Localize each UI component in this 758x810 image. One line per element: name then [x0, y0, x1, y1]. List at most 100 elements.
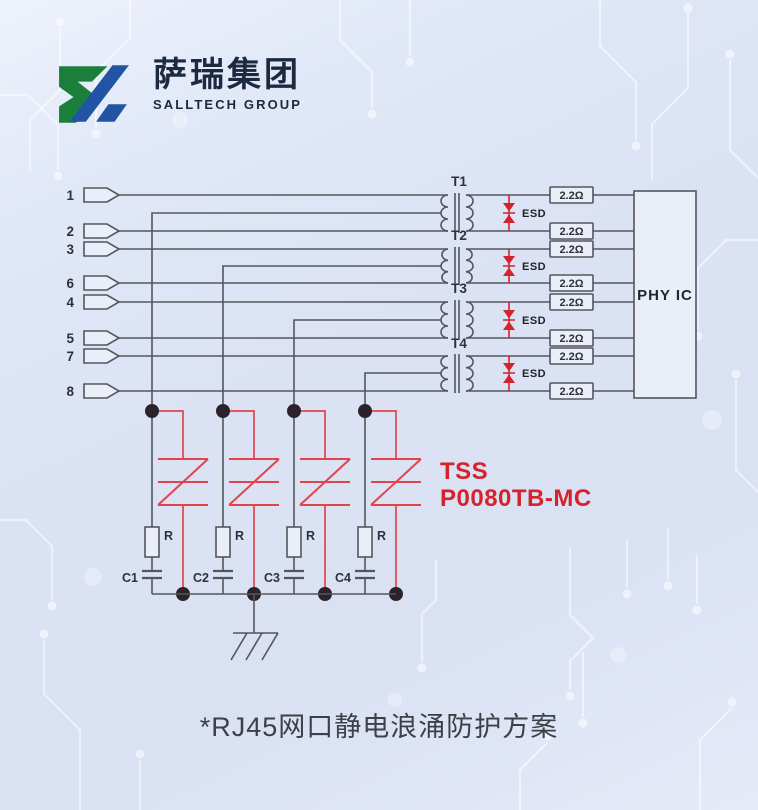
- junction-dot: [216, 404, 230, 418]
- esd-label: ESD: [522, 261, 546, 273]
- pin-label: 5: [66, 331, 74, 346]
- esd-diode-2: ESD: [503, 249, 546, 283]
- transformer-label: T1: [451, 174, 467, 189]
- resistor-2r2-1: 2.2Ω: [549, 186, 594, 204]
- resistor-2r2-5: 2.2Ω: [549, 293, 594, 311]
- esd-diode-1: ESD: [503, 195, 546, 231]
- resistor-value: 2.2Ω: [559, 226, 583, 238]
- transformer-label: T2: [451, 228, 467, 243]
- tss-part-number: P0080TB-MC: [440, 485, 592, 512]
- resistor-value: 2.2Ω: [559, 244, 583, 256]
- ground-net: [152, 593, 396, 661]
- junction-dot: [358, 404, 372, 418]
- transformer-label: T4: [451, 336, 467, 351]
- shunt-resistor-label: R: [306, 529, 315, 543]
- resistor-value: 2.2Ω: [559, 333, 583, 345]
- pin-1: 1: [66, 187, 448, 203]
- resistor-value: 2.2Ω: [559, 351, 583, 363]
- resistor-value: 2.2Ω: [559, 190, 583, 202]
- caption-text: *RJ45网口静电浪涌防护方案: [199, 712, 559, 742]
- tss-device: [157, 458, 209, 506]
- secondary-winding: [465, 301, 474, 339]
- pin-connector: [83, 187, 121, 203]
- shunt-resistor-label: R: [164, 529, 173, 543]
- tss-device: [299, 458, 351, 506]
- secondary-winding: [465, 355, 474, 392]
- resistor-2r2-4: 2.2Ω: [549, 274, 594, 292]
- pin-7: 7: [66, 348, 448, 364]
- resistor-2r2-7: 2.2Ω: [549, 347, 594, 365]
- secondary-winding: [465, 194, 474, 232]
- capacitor-plates: [355, 569, 375, 580]
- shunt-resistor-body: [357, 526, 373, 558]
- brand-name-en: SALLTECH GROUP: [153, 97, 303, 113]
- esd-diode-4: ESD: [503, 356, 546, 391]
- pin-2: 2: [66, 223, 448, 239]
- logo-blue-slash: [69, 65, 129, 122]
- pin-5: 5: [66, 330, 448, 346]
- pin-label: 3: [66, 242, 74, 257]
- primary-winding: [440, 248, 449, 284]
- logo-green-shape: [59, 66, 108, 123]
- protection-channels: R C1 R C2 R C3: [122, 404, 422, 601]
- channel-2: R C2: [193, 404, 280, 601]
- core: [454, 300, 460, 340]
- resistor-2r2-8: 2.2Ω: [549, 382, 594, 400]
- pin-connector: [83, 330, 121, 346]
- pin-connector: [83, 275, 121, 291]
- pin-label: 2: [66, 224, 74, 239]
- shunt-resistor-body: [144, 526, 160, 558]
- center-tap: [293, 319, 441, 411]
- primary-winding: [440, 194, 449, 232]
- capacitor-plates: [284, 569, 304, 580]
- pin-label: 7: [66, 349, 74, 364]
- esd-label: ESD: [522, 208, 546, 220]
- transformer-t1: T1: [151, 174, 634, 411]
- shunt-resistor-label: R: [235, 529, 244, 543]
- capacitor-label: C3: [264, 571, 280, 585]
- resistor-2r2-6: 2.2Ω: [549, 329, 594, 347]
- secondary-winding: [465, 248, 474, 284]
- brand-name-cn: 萨瑞集团: [153, 56, 301, 94]
- shunt-resistor-body: [286, 526, 302, 558]
- resistor-2r2-2: 2.2Ω: [549, 222, 594, 240]
- pin-3: 3: [66, 241, 448, 257]
- logo-blue-foot: [96, 104, 127, 122]
- primary-winding: [440, 355, 449, 392]
- pin-6: 6: [66, 275, 448, 291]
- center-tap: [151, 212, 441, 411]
- transformer-t3: T3: [293, 281, 634, 411]
- capacitor-label: C4: [335, 571, 351, 585]
- junction-dot: [145, 404, 159, 418]
- shunt-resistor-label: R: [377, 529, 386, 543]
- core: [454, 193, 460, 233]
- pin-connector: [83, 348, 121, 364]
- resistor-value: 2.2Ω: [559, 297, 583, 309]
- pin-4: 4: [66, 294, 448, 310]
- tss-device: [228, 458, 280, 506]
- tss-device: [370, 458, 422, 506]
- pin-label: 8: [66, 384, 74, 399]
- pin-connector: [83, 294, 121, 310]
- transformer-label: T3: [451, 281, 467, 296]
- capacitor-plates: [142, 569, 162, 580]
- primary-winding: [440, 301, 449, 339]
- esd-diode-3: ESD: [503, 302, 546, 338]
- logo-mark-icon: [59, 65, 129, 123]
- tss-title: TSS: [440, 458, 489, 485]
- center-tap: [222, 265, 441, 411]
- pin-connector: [83, 223, 121, 239]
- pin-connector: [83, 383, 121, 399]
- transformers: T1 T2 T3 T4: [151, 174, 634, 411]
- rj45-pins: 1 2 3 6 4 5 7: [66, 187, 448, 399]
- esd-diodes: ESD ESD ESD ESD: [503, 195, 546, 391]
- tss-part-callout: TSS P0080TB-MC: [440, 458, 592, 512]
- core: [454, 354, 460, 393]
- ground-symbol: [230, 632, 279, 661]
- phy-ic-label: PHY IC: [637, 287, 693, 304]
- company-logo: 萨瑞集团 SALLTECH GROUP: [50, 56, 303, 131]
- resistor-value: 2.2Ω: [559, 386, 583, 398]
- shunt-resistor-body: [215, 526, 231, 558]
- capacitor-label: C2: [193, 571, 209, 585]
